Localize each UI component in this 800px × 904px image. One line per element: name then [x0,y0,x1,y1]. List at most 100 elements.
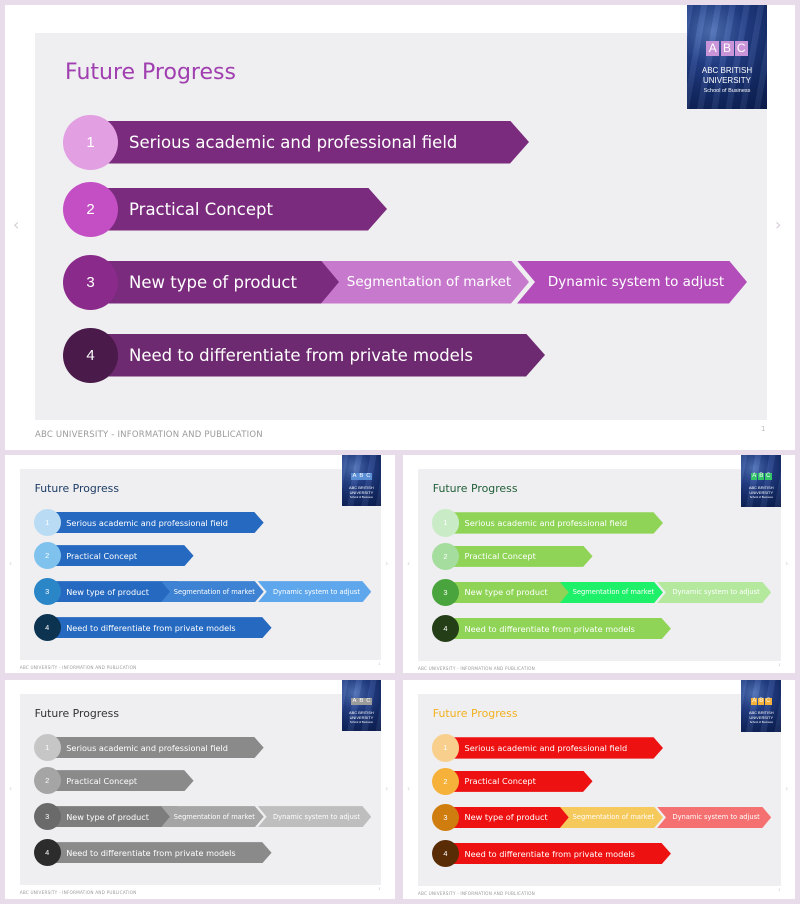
progress-row-3: New type of product 3 Segmentation of mark… [403,680,795,899]
progress-row-2: Practical Concept 2 [5,455,395,673]
previous-slide-icon[interactable]: ‹ [8,783,13,793]
chevron-step: Segmentation of market [321,261,529,304]
logo-photo-backdrop [341,680,382,732]
step-number-badge: 1 [431,509,460,537]
progress-label: Serious academic and professional field [464,517,628,528]
progress-label: Practical Concept [464,551,536,562]
logo-letter: C [765,697,772,706]
chevron-step: Segmentation of market [161,806,264,827]
next-slide-icon[interactable]: › [785,559,789,569]
chevron-label: Segmentation of market [346,274,512,290]
previous-slide-icon[interactable]: ‹ [8,558,13,568]
next-slide-icon[interactable]: › [775,215,782,234]
step-number-badge: 2 [33,542,61,570]
progress-row-4: Need to differentiate from private model… [403,680,795,899]
previous-slide-icon[interactable]: ‹ [13,215,20,234]
step-number: 3 [443,812,448,822]
chevron-step: Dynamic system to adjust [258,581,372,602]
chevron-step: Dynamic system to adjust [657,582,771,603]
progress-arrow: Need to differentiate from private model… [453,618,671,639]
chevron-step: Segmentation of market [560,582,663,603]
chevron-step: Dynamic system to adjust [258,806,372,827]
step-number: 4 [45,623,50,633]
step-number-badge: 4 [33,614,61,642]
progress-arrow: Need to differentiate from private model… [54,842,271,863]
step-number: 3 [86,273,95,291]
step-number-badge: 3 [33,578,61,606]
chevron-step: Dynamic system to adjust [657,807,771,828]
page-number: 1 [761,425,766,433]
step-number-badge: 4 [63,327,118,383]
logo-text-line-3: School of Business [749,721,773,725]
progress-label: Need to differentiate from private model… [464,623,635,634]
progress-label: New type of product [464,812,548,823]
chevron-label: Dynamic system to adjust [273,587,360,596]
logo-photo-backdrop [741,455,782,507]
chevron-step: Dynamic system to adjust [517,261,747,304]
step-number-badge: 4 [431,615,460,643]
step-number: 2 [45,551,50,561]
logo-photo-backdrop [687,5,767,109]
slide-title: Future Progress [34,707,119,721]
step-number-badge: 2 [431,767,460,795]
logo-letter: B [720,41,734,56]
previous-slide-icon[interactable]: ‹ [406,559,411,569]
step-number: 2 [86,200,95,218]
step-number-badge: 1 [33,734,61,762]
progress-arrow: Serious academic and professional field [453,737,663,758]
step-number: 4 [443,849,448,859]
step-number: 3 [45,812,50,822]
chevron-label: Segmentation of market [572,813,655,822]
step-number: 1 [443,743,448,753]
previous-slide-icon[interactable]: ‹ [406,784,411,794]
step-number-badge: 3 [431,578,460,607]
slide-title: Future Progress [432,707,518,721]
step-number: 1 [45,743,50,753]
progress-arrow: Serious academic and professional field [105,121,529,164]
logo-letter: C [365,697,372,706]
next-slide-icon[interactable]: › [385,783,389,793]
logo-letter: B [358,697,365,706]
chevron-label: Dynamic system to adjust [273,812,360,821]
chevron-label: Dynamic system to adjust [672,588,760,597]
page-number: 1 [378,662,381,667]
progress-label: Practical Concept [66,550,138,561]
next-slide-icon[interactable]: › [785,784,789,794]
logo-text-line-3: School of Business [349,720,373,724]
progress-label: Need to differentiate from private model… [464,848,635,859]
chevron-step: Segmentation of market [560,807,663,828]
logo-letter: B [758,697,765,706]
progress-label: New type of product [66,811,149,822]
next-slide-icon[interactable]: › [385,558,389,568]
logo-text-line-2: UNIVERSITY [749,489,774,495]
logo-text-line-1: ABC BRITISH [748,709,774,715]
progress-label: Serious academic and professional field [464,742,628,753]
progress-label: Practical Concept [464,776,536,787]
slide-footer: ABC UNIVERSITY - INFORMATION AND PUBLICA… [19,664,137,670]
step-number-badge: 2 [33,767,61,795]
step-number-badge: 1 [63,114,118,170]
chevron-label: Dynamic system to adjust [547,274,725,290]
logo-text-line-1: ABC BRITISH [701,66,753,75]
slide-footer: ABC UNIVERSITY - INFORMATION AND PUBLICA… [35,430,263,440]
logo-letter: A [351,697,358,706]
progress-arrow: Serious academic and professional field [54,737,263,758]
progress-arrow: New type of product [54,806,186,827]
progress-row-1: Serious academic and professional field 1 [5,680,395,899]
logo-letter: A [751,697,758,706]
page-number: 1 [378,887,381,892]
